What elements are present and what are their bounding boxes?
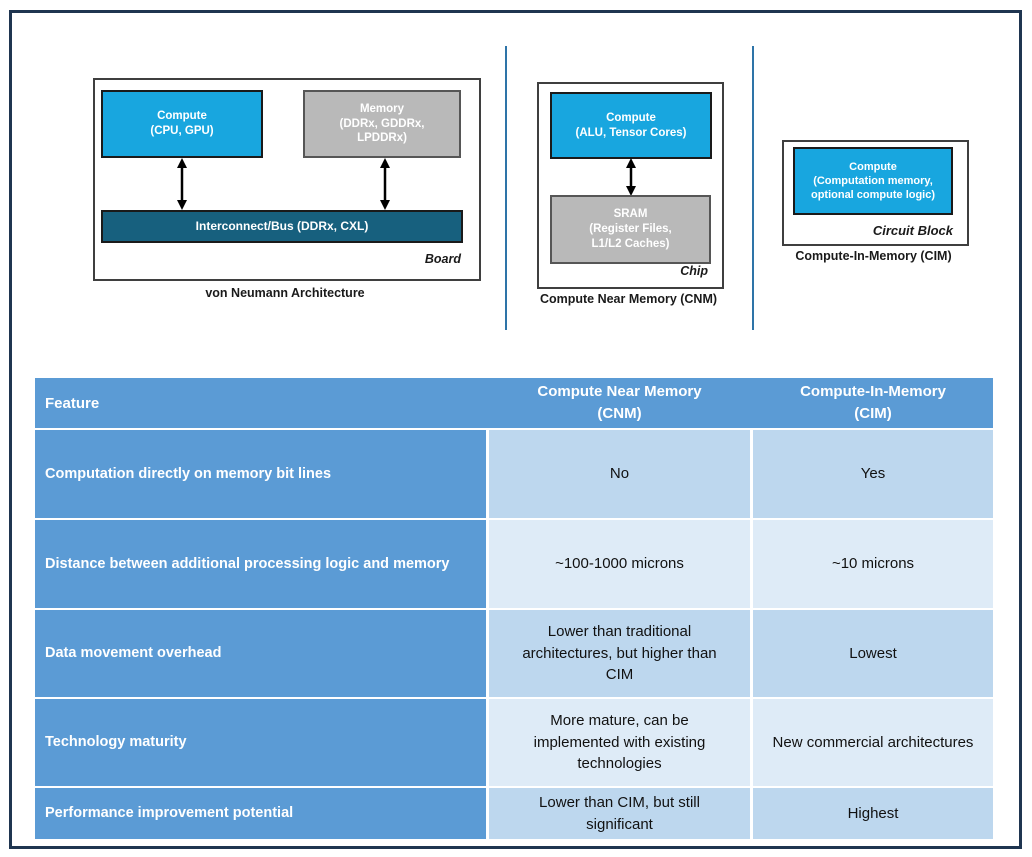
cnm-caption: Compute Near Memory (CNM) bbox=[539, 292, 718, 306]
feature-cell: Performance improvement potential bbox=[35, 788, 486, 839]
cnm-header-line1: Compute Near Memory bbox=[537, 383, 702, 401]
interconnect-bus-block: Interconnect/Bus (DDRx, CXL) bbox=[101, 210, 463, 243]
compute-block-sublabel2: optional compute logic) bbox=[810, 189, 936, 202]
compute-block-cim: Compute (Computation memory, optional co… bbox=[793, 147, 953, 215]
chip-corner-label: Chip bbox=[680, 264, 708, 278]
cim-cell: Lowest bbox=[753, 610, 993, 697]
cim-cell: Highest bbox=[753, 788, 993, 839]
sram-block-sublabel2: L1/L2 Caches) bbox=[591, 237, 670, 250]
memory-block-sublabel2: LPDDRx) bbox=[357, 132, 407, 145]
cim-cell: Yes bbox=[753, 430, 993, 518]
feature-cell: Computation directly on memory bit lines bbox=[35, 430, 486, 518]
board-corner-label: Board bbox=[424, 252, 461, 266]
compute-block-cnm: Compute (ALU, Tensor Cores) bbox=[550, 92, 712, 159]
compute-block-label: Compute bbox=[157, 110, 207, 123]
compute-block-sublabel: (CPU, GPU) bbox=[150, 125, 214, 137]
divider-line bbox=[752, 46, 754, 330]
cim-cell: ~10 microns bbox=[753, 520, 993, 608]
table-header-row: Feature Compute Near Memory (CNM) Comput… bbox=[35, 378, 993, 428]
sram-block-label: SRAM bbox=[613, 208, 648, 221]
von-neumann-caption: von Neumann Architecture bbox=[205, 286, 365, 300]
double-arrow-icon bbox=[380, 158, 390, 210]
compute-block-label: Compute bbox=[849, 160, 897, 173]
divider-line bbox=[505, 46, 507, 330]
cim-caption: Compute-In-Memory (CIM) bbox=[795, 249, 952, 263]
feature-cell: Technology maturity bbox=[35, 699, 486, 786]
cnm-cell: Lower than CIM, but still significant bbox=[489, 788, 750, 839]
compute-block-label: Compute bbox=[606, 111, 656, 124]
cnm-header-line2: (CNM) bbox=[597, 405, 642, 422]
cnm-cell: No bbox=[489, 430, 750, 518]
cnm-cell: Lower than traditional architectures, bu… bbox=[489, 610, 750, 697]
sram-block: SRAM (Register Files, L1/L2 Caches) bbox=[550, 195, 711, 264]
compute-block-sublabel: (ALU, Tensor Cores) bbox=[575, 126, 687, 139]
interconnect-bus-label: Interconnect/Bus (DDRx, CXL) bbox=[195, 218, 369, 233]
memory-block-vn: Memory (DDRx, GDDRx, LPDDRx) bbox=[303, 90, 461, 158]
double-arrow-icon bbox=[177, 158, 187, 210]
cnm-cell: More mature, can be implemented with exi… bbox=[489, 699, 750, 786]
memory-block-label: Memory bbox=[359, 102, 405, 115]
feature-column-header: Feature bbox=[45, 394, 100, 412]
feature-cell: Distance between additional processing l… bbox=[35, 520, 486, 608]
compute-block-vn: Compute (CPU, GPU) bbox=[101, 90, 263, 158]
feature-cell: Data movement overhead bbox=[35, 610, 486, 697]
cim-header-line2: (CIM) bbox=[854, 405, 892, 422]
cim-cell: New commercial architectures bbox=[753, 699, 993, 786]
memory-block-sublabel: (DDRx, GDDRx, bbox=[339, 117, 425, 130]
double-arrow-icon bbox=[626, 158, 636, 196]
cim-header-line1: Compute-In-Memory bbox=[800, 383, 946, 401]
cnm-column-header: Compute Near Memory (CNM) bbox=[489, 378, 750, 428]
circuit-block-corner-label: Circuit Block bbox=[872, 223, 953, 238]
sram-block-sublabel: (Register Files, bbox=[589, 223, 672, 236]
cnm-cell: ~100-1000 microns bbox=[489, 520, 750, 608]
compute-block-sublabel: (Computation memory, bbox=[813, 174, 933, 187]
cim-column-header: Compute-In-Memory (CIM) bbox=[753, 378, 993, 428]
comparison-table: Feature Compute Near Memory (CNM) Comput… bbox=[35, 378, 993, 839]
